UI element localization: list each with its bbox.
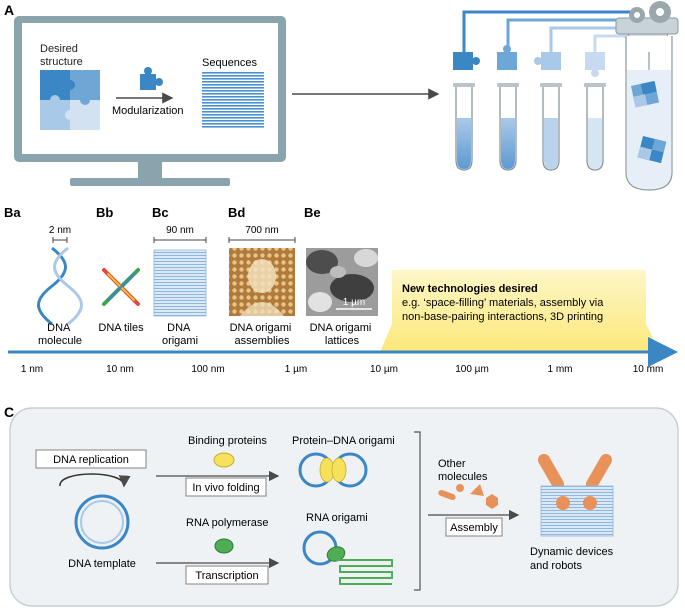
axis-tick-label: 100 µm (455, 364, 489, 375)
gear-icon (629, 1, 671, 23)
dynamic-device-robot-icon (538, 453, 614, 537)
axis-tick-label: 1 µm (285, 364, 307, 375)
dna-template-label: DNA template (68, 558, 136, 570)
protein-dna-origami-label: Protein–DNA origami (292, 435, 395, 447)
in-vivo-folding-box (185, 477, 267, 497)
be-caption: DNA origami lattices (310, 322, 375, 347)
bc-scale-label: 90 nm (166, 225, 194, 236)
assembly-label: Assembly (450, 522, 498, 534)
puzzle-piece-2-icon (497, 45, 517, 70)
dna-origami-assembly-image (229, 248, 295, 316)
axis-tick-label: 1 nm (21, 364, 43, 375)
new-technologies-region (380, 270, 660, 352)
binding-proteins-label: Binding proteins (188, 435, 267, 447)
new-technologies-title: New technologies desired (402, 283, 538, 295)
bc-scale-bar (153, 237, 207, 243)
dna-origami-icon (153, 249, 207, 317)
puzzle-piece-1-icon (453, 52, 480, 70)
test-tube-3-icon (540, 83, 562, 171)
panel-be-label: Be (304, 205, 321, 220)
be-scale-label: 1 µm (343, 297, 365, 308)
other-molecules-icon (438, 484, 498, 509)
other-molecules-label: Other molecules (438, 458, 488, 483)
panel-c-frame (9, 407, 679, 607)
replication-cycle-arrow (59, 473, 131, 488)
bd-scale-bar (228, 237, 296, 243)
dynamic-devices-label: Dynamic devices and robots (530, 546, 616, 572)
axis-tick-label: 10 µm (370, 364, 398, 375)
panel-c-label: C (4, 404, 14, 420)
axis-tick-label: 100 nm (191, 364, 224, 375)
ba-scale-label: 2 nm (49, 225, 71, 236)
axis-tick-label: 10 nm (106, 364, 134, 375)
modularization-label: Modularization (112, 105, 184, 117)
dna-replication-label: DNA replication (53, 454, 129, 466)
ba-scale-bar (52, 237, 68, 243)
binding-protein-icon (213, 452, 235, 468)
dna-tiles-icon (102, 268, 140, 306)
bracket-divider (414, 431, 421, 591)
axis-tick-label: 10 mm (633, 364, 664, 375)
panel-bb-label: Bb (96, 205, 113, 220)
transcription-box (185, 565, 269, 585)
dna-helix-icon (37, 246, 83, 326)
dna-template-plasmid-icon (74, 494, 130, 550)
assembly-box (445, 517, 503, 537)
test-tube-2-icon (497, 83, 519, 171)
panel-ba-label: Ba (4, 205, 21, 220)
sequences-stripes (202, 72, 264, 128)
bd-caption: DNA origami assemblies (230, 322, 295, 347)
bc-caption: DNA origami (162, 322, 198, 347)
mixing-vessel-icon (615, 17, 679, 191)
protein-dna-origami-icon (298, 452, 368, 488)
dna-origami-lattice-image (306, 248, 378, 316)
in-vivo-folding-label: In vivo folding (192, 482, 259, 494)
rna-origami-label: RNA origami (306, 512, 368, 524)
puzzle-piece-4-icon (585, 52, 605, 77)
desired-structure-label: Desired structure (40, 43, 83, 68)
panel-a-label: A (4, 2, 14, 18)
desired-structure-puzzle-icon (40, 70, 100, 130)
puzzle-piece-icon (140, 67, 163, 90)
bb-caption: DNA tiles (98, 322, 144, 334)
panel-bd-label: Bd (228, 205, 245, 220)
transcription-label: Transcription (195, 570, 258, 582)
rna-origami-icon (302, 530, 393, 585)
dna-replication-box (35, 449, 147, 469)
test-tube-1-icon (453, 83, 475, 171)
rna-polymerase-icon (214, 538, 234, 554)
scale-axis-ticks: 1 nm 10 nm 100 nm 1 µm 10 µm 100 µm 1 mm 10 mm (21, 364, 663, 375)
bd-scale-label: 700 nm (245, 225, 278, 236)
panel-bc-label: Bc (152, 205, 169, 220)
new-technologies-text: e.g. ‘space-filling’ materials, assembly… (402, 297, 606, 323)
test-tube-4-icon (584, 83, 606, 171)
sequences-label: Sequences (202, 57, 258, 69)
axis-tick-label: 1 mm (548, 364, 573, 375)
ba-caption: DNA molecule (38, 322, 82, 347)
puzzle-piece-3-icon (534, 52, 561, 70)
rna-polymerase-label: RNA polymerase (186, 517, 269, 529)
